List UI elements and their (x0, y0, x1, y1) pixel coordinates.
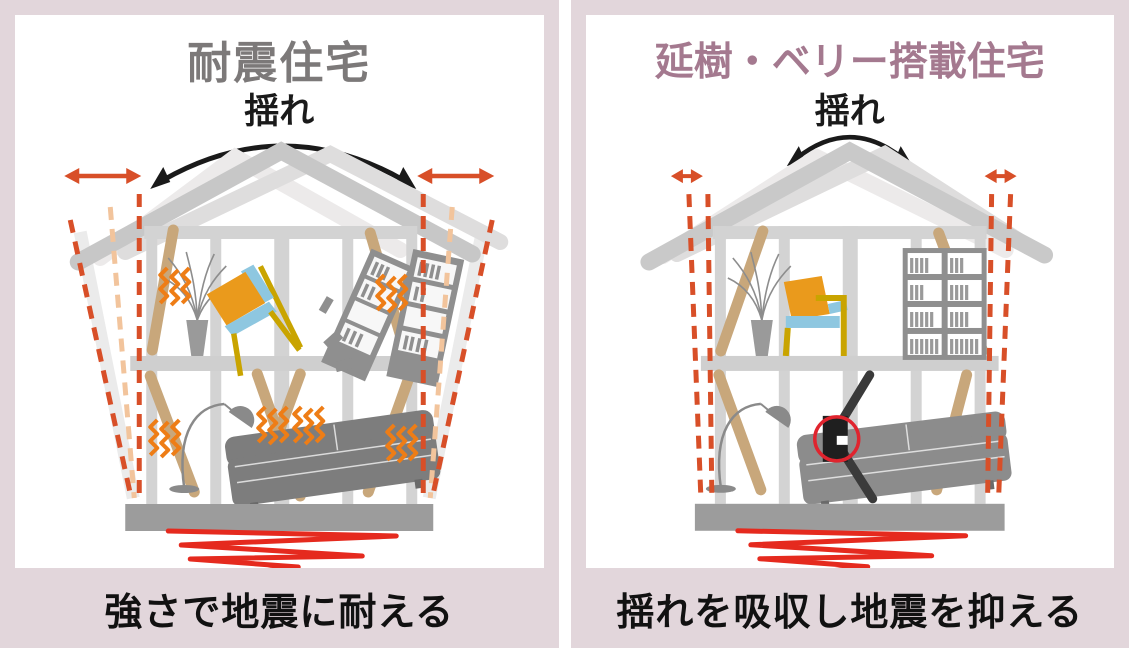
damper-device (812, 370, 877, 504)
upright-chair (782, 276, 848, 357)
damper-highlight-circle (812, 415, 860, 463)
enju-title: 延樹・ベリー搭載住宅 (654, 41, 1045, 84)
roof-main (639, 141, 1053, 271)
taishin-caption: 強さで地震に耐える (104, 591, 455, 634)
falling-chair (206, 264, 304, 377)
floor-lamp (169, 402, 255, 493)
foundation (125, 504, 434, 531)
swaying-roof (69, 141, 509, 271)
taishin-title: 耐震住宅 (187, 39, 372, 88)
stable-roof (639, 141, 1053, 271)
taishin-house-drawing (64, 141, 509, 568)
enju-caption: 揺れを吸収し地震を抑える (616, 591, 1084, 634)
sway-dashed-lines (67, 194, 495, 499)
panel-enju-berry-house: 延樹・ベリー搭載住宅 揺れ (570, 0, 1129, 648)
falling-books (318, 296, 355, 373)
roof-ghost-right (117, 145, 509, 260)
sofa (796, 411, 1012, 511)
enju-house-drawing (639, 134, 1053, 568)
plant-vase (162, 251, 233, 356)
roof-main (69, 141, 481, 271)
taishin-illustration-area: 耐震住宅 揺れ (15, 15, 544, 568)
enju-illustration-area: 延樹・ベリー搭載住宅 揺れ (585, 15, 1114, 568)
taishin-shake-label: 揺れ (244, 92, 315, 131)
sway-range-arrow-right (417, 168, 495, 184)
upright-bookshelf (902, 248, 987, 360)
foundation (694, 503, 1005, 531)
sway-ghost-walls (73, 230, 489, 500)
plant-vase (727, 251, 791, 356)
panel-taishin-house: 耐震住宅 揺れ (0, 0, 559, 648)
enju-shake-label: 揺れ (814, 92, 885, 131)
earthquake-wave (734, 528, 968, 568)
sway-range-arrow-left (64, 168, 142, 184)
earthquake-wave (165, 528, 399, 568)
sway-dashed-lines (685, 193, 1013, 498)
sway-range-arrow-right-small (984, 169, 1017, 184)
sway-range-arrow-left-small (670, 169, 703, 184)
